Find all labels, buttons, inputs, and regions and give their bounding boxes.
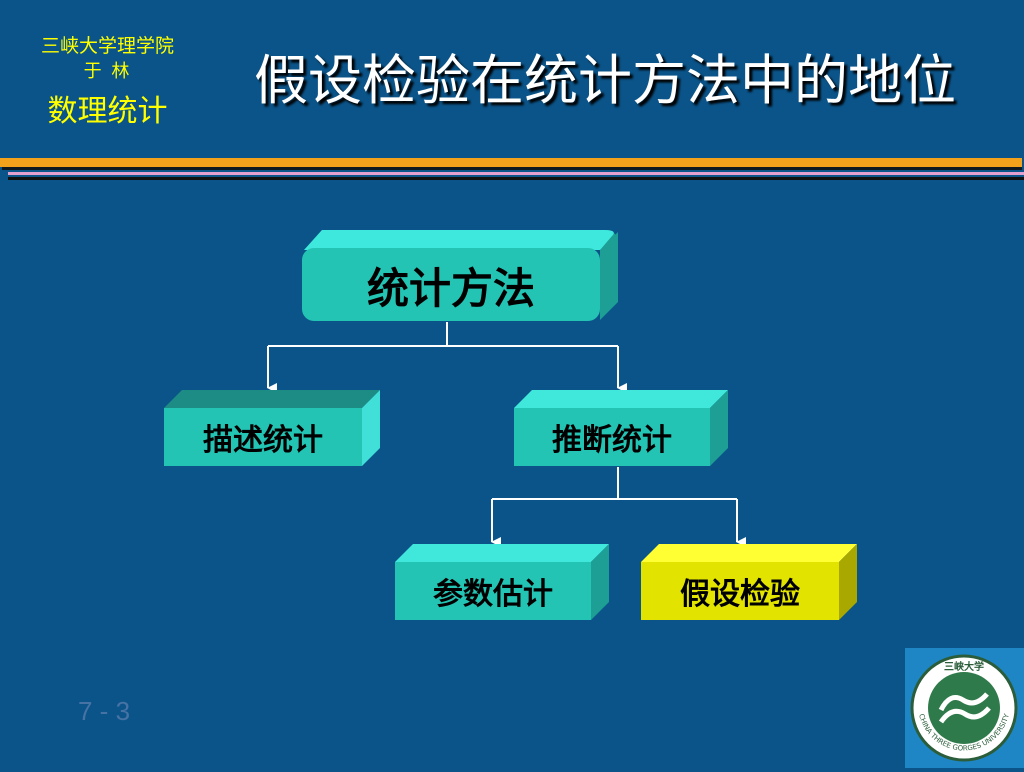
author-label: 于 林 — [83, 61, 132, 82]
header-divider-pink — [8, 172, 1024, 175]
header-divider-shadow — [2, 167, 1022, 170]
hypothesis-label: 假设检验 — [680, 577, 800, 612]
estimation-label: 参数估计 — [433, 577, 553, 612]
course-label: 数理统计 — [47, 94, 168, 129]
box-statistical-methods — [302, 230, 618, 321]
university-seal-icon: 三峡大学 CHINA THREE GORGES UNIVERSITY — [910, 654, 1018, 762]
descriptive-label: 描述统计 — [203, 423, 323, 458]
root-label: 统计方法 — [366, 264, 535, 313]
logo-top-text: 三峡大学 — [944, 660, 984, 673]
inferential-label: 推断统计 — [552, 423, 672, 458]
box-inferential-statistics — [514, 390, 728, 466]
institution-label: 三峡大学理学院 — [40, 35, 174, 57]
header-divider-orange — [0, 158, 1022, 167]
page-number: 7 - 3 — [78, 696, 131, 726]
box-hypothesis-testing — [641, 544, 857, 620]
university-logo: 三峡大学 CHINA THREE GORGES UNIVERSITY — [905, 648, 1024, 768]
header-divider-black — [8, 177, 1024, 180]
slide-title: 假设检验在统计方法中的地位 — [254, 49, 956, 112]
box-parameter-estimation — [395, 544, 609, 620]
connector-inference — [491, 467, 746, 547]
box-descriptive-statistics — [164, 390, 380, 466]
connector-root — [267, 322, 627, 393]
